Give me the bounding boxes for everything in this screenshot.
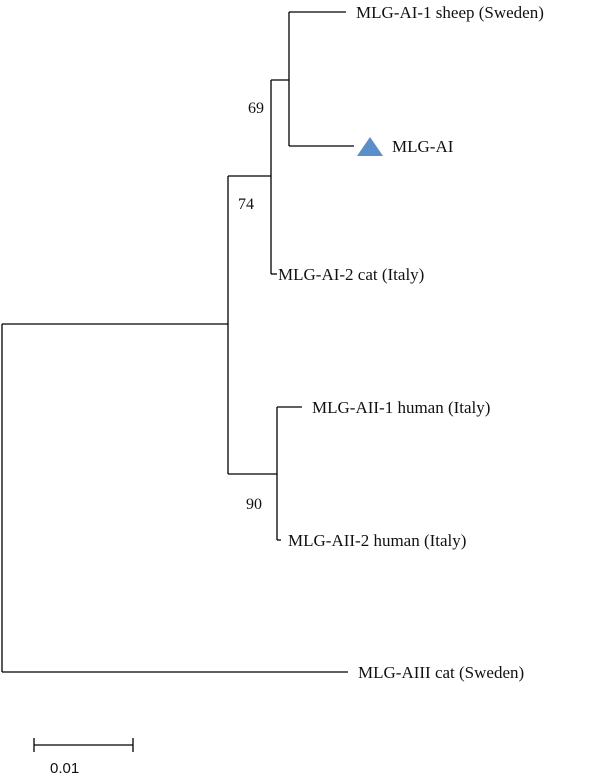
leaf-label-mlg-ai: MLG-AI: [392, 137, 454, 156]
bootstrap-aii-clade: 90: [246, 496, 262, 513]
scale-bar-label: 0.01: [50, 760, 79, 775]
leaf-label-cat-sweden: MLG-AIII cat (Sweden): [358, 663, 524, 682]
bootstrap-ai-inner: 69: [248, 100, 264, 117]
bootstrap-ai-clade: 74: [238, 196, 254, 213]
triangle-marker-icon: [357, 137, 383, 156]
leaf-label-human-italy-1: MLG-AII-1 human (Italy): [312, 398, 490, 417]
scale-bar: 0.01: [33, 738, 134, 775]
leaf-label-cat-italy: MLG-AI-2 cat (Italy): [278, 265, 424, 284]
leaf-label-sheep-sweden: MLG-AI-1 sheep (Sweden): [356, 3, 544, 22]
leaf-label-human-italy-2: MLG-AII-2 human (Italy): [288, 531, 466, 550]
